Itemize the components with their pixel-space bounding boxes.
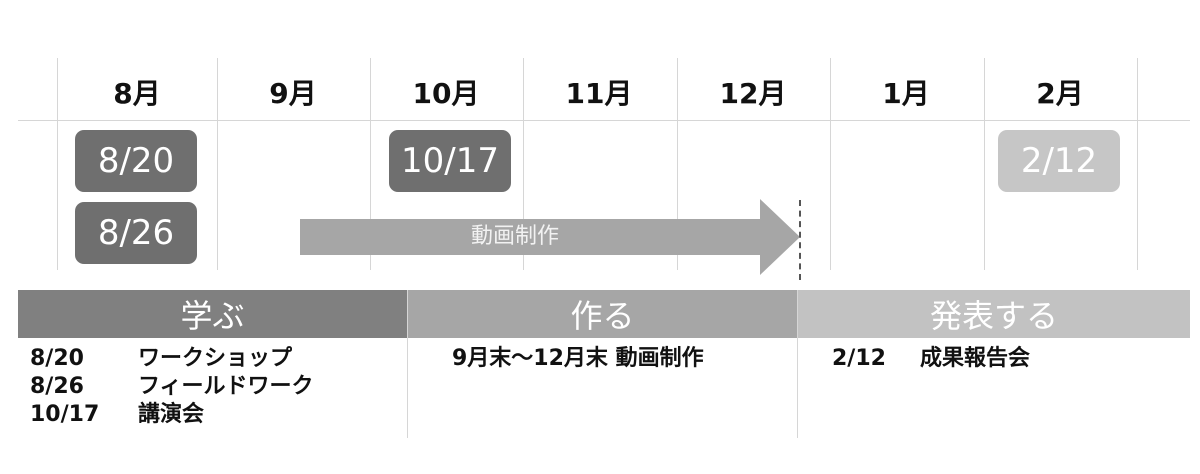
production-arrow <box>300 199 800 275</box>
column-divider <box>57 58 58 270</box>
column-divider <box>1137 58 1138 270</box>
make-event-list: 9月末〜12月末 動画制作 <box>452 345 704 373</box>
list-item: 8/26 フィールドワーク <box>30 373 314 401</box>
event-date: 8/26 <box>30 374 84 399</box>
date-badge-0212: 2/12 <box>998 130 1120 192</box>
column-divider <box>370 58 371 270</box>
month-label-jan: 1月 <box>882 77 930 110</box>
date-badge-0820: 8/20 <box>75 130 197 192</box>
present-event-list: 2/12 成果報告会 <box>832 345 1030 373</box>
month-label-oct: 10月 <box>412 77 480 110</box>
column-divider <box>217 58 218 270</box>
date-badge-0826: 8/26 <box>75 202 197 264</box>
event-text: 講演会 <box>138 402 205 427</box>
column-divider <box>984 58 985 270</box>
column-divider <box>677 58 678 270</box>
list-item: 2/12 成果報告会 <box>832 345 1030 373</box>
arrow-shape <box>300 199 800 275</box>
arrow-label: 動画制作 <box>470 224 559 249</box>
event-date: 2/12 <box>832 346 886 371</box>
list-item: 8/20 ワークショップ <box>30 345 314 373</box>
deadline-dashed-line <box>799 200 801 280</box>
list-item: 10/17 講演会 <box>30 401 314 429</box>
list-item: 9月末〜12月末 動画制作 <box>452 346 704 371</box>
month-label-feb: 2月 <box>1036 77 1084 110</box>
phase-divider <box>797 290 798 438</box>
event-text: ワークショップ <box>138 346 293 371</box>
month-label-aug: 8月 <box>113 77 161 110</box>
date-badge-1017: 10/17 <box>389 130 511 192</box>
month-label-nov: 11月 <box>565 77 633 110</box>
event-date: 8/20 <box>30 346 84 371</box>
phase-header-present: 発表する <box>798 290 1190 338</box>
learn-event-list: 8/20 ワークショップ 8/26 フィールドワーク 10/17 講演会 <box>30 345 314 429</box>
event-text: 成果報告会 <box>920 346 1031 371</box>
event-date: 10/17 <box>30 402 100 427</box>
month-label-dec: 12月 <box>719 77 787 110</box>
event-text: フィールドワーク <box>138 374 314 399</box>
column-divider <box>523 58 524 270</box>
month-label-sep: 9月 <box>269 77 317 110</box>
header-divider <box>18 120 1190 121</box>
phase-divider <box>407 290 408 438</box>
phase-header-learn: 学ぶ <box>18 290 407 338</box>
phase-header-make: 作る <box>408 290 797 338</box>
column-divider <box>830 58 831 270</box>
